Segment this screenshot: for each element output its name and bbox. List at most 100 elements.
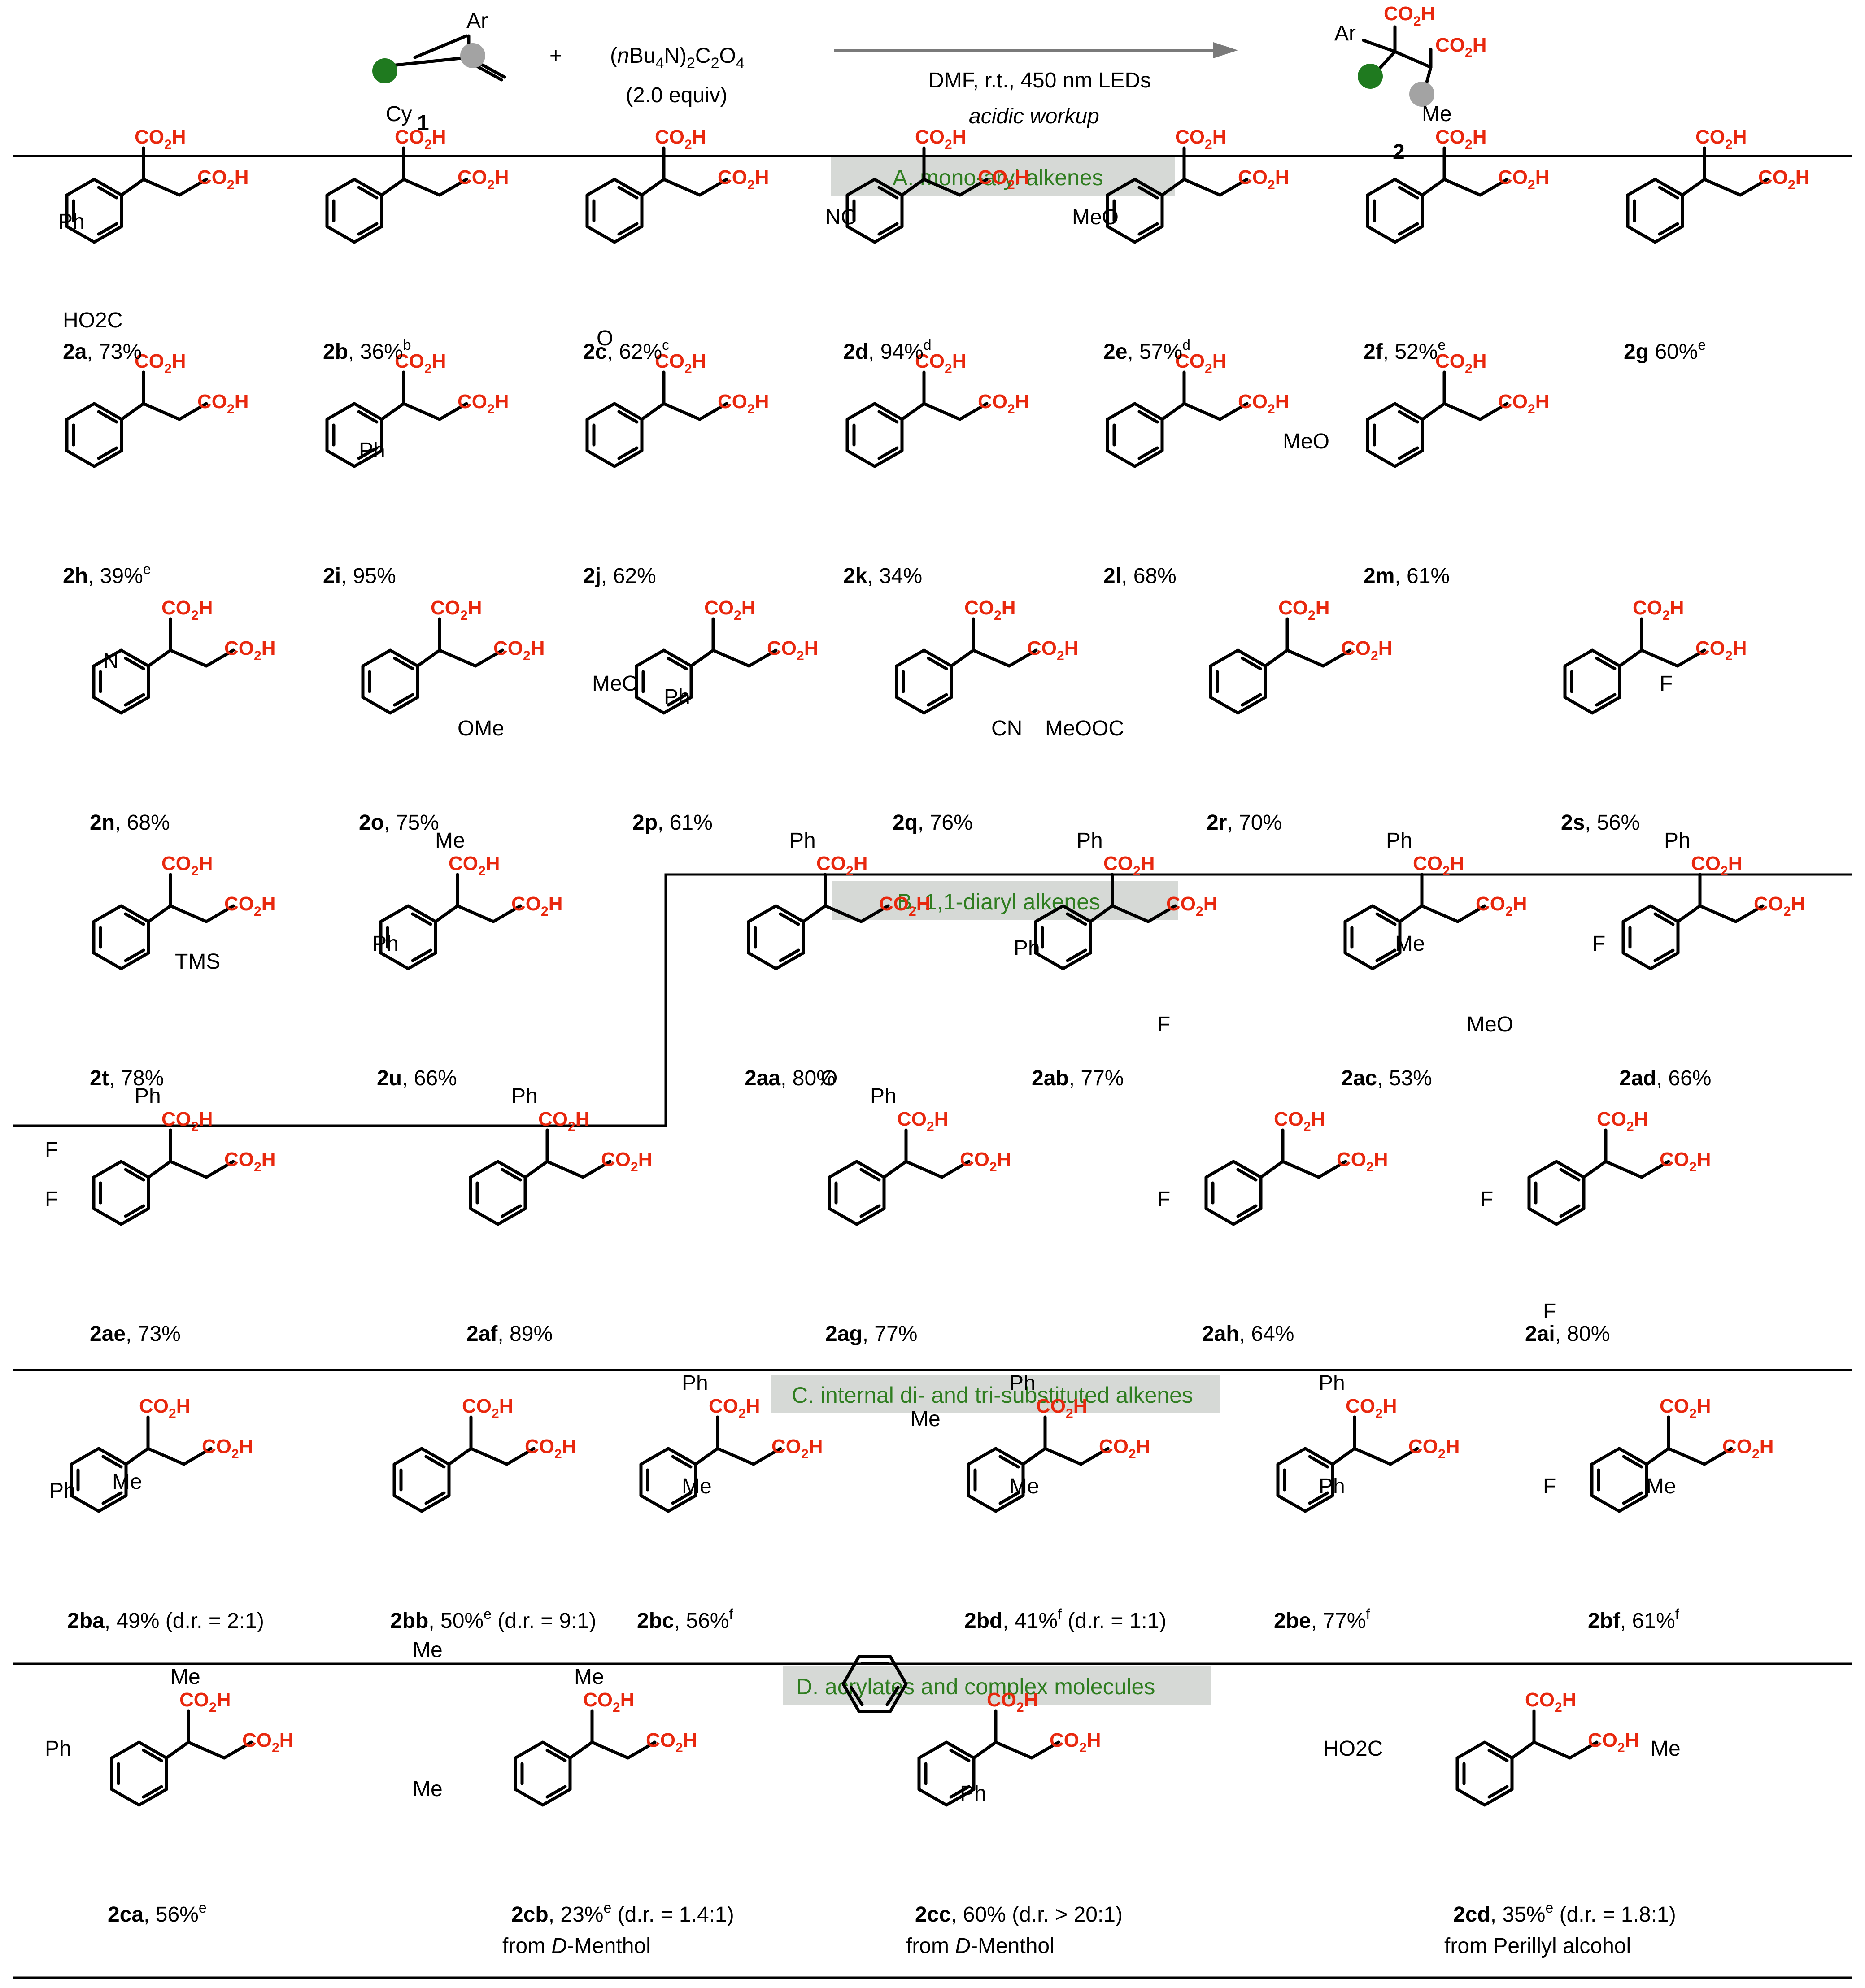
acid-label-2: CO2H xyxy=(511,893,562,919)
acid-label-1: CO2H xyxy=(161,1108,213,1134)
acid-label-2: CO2H xyxy=(1498,166,1549,192)
benzene-ring xyxy=(67,404,122,466)
reactant-label: 1 xyxy=(417,111,429,135)
acid-label-1: CO2H xyxy=(915,350,966,376)
ph-substituent: Ph xyxy=(1319,1475,1345,1498)
acid-label-1: CO2H xyxy=(1660,1395,1711,1421)
o-substituent: O xyxy=(821,1066,837,1090)
me-substituent: Me xyxy=(574,1665,604,1689)
acid-label-2: CO2H xyxy=(1238,391,1289,417)
compound-label-2ab: 2ab, 77% xyxy=(1032,1066,1124,1090)
compound-label-2bc: 2bc, 56%f xyxy=(637,1606,733,1633)
acid-label-2: CO2H xyxy=(879,893,930,919)
benzene-ring xyxy=(94,1161,148,1224)
compound-label-2ag: 2ag, 77% xyxy=(825,1322,917,1346)
me-substituent: Me xyxy=(435,829,465,853)
me-substituent: Me xyxy=(1395,932,1425,956)
compound-label-2ah: 2ah, 64% xyxy=(1202,1322,1294,1346)
compound-label-2e: 2e, 57%d xyxy=(1103,337,1190,364)
section-header-b: B. 1,1-diaryl alkenes xyxy=(832,881,1178,920)
compound-label-2a: 2a, 73% xyxy=(63,340,142,364)
acid-label-1: CO2H xyxy=(1413,853,1464,879)
acid-label-2: CO2H xyxy=(493,637,545,663)
acid-label-2: CO2H xyxy=(1408,1436,1460,1462)
benzene-ring xyxy=(471,1161,525,1224)
acid-label-1: CO2H xyxy=(816,853,867,879)
ph-substituent: Ph xyxy=(789,829,816,853)
compound-label-2af: 2af, 89% xyxy=(466,1322,553,1346)
acid-label-1: CO2H xyxy=(1435,350,1486,376)
benzene-ring xyxy=(587,404,642,466)
acid-label-2: CO2H xyxy=(646,1729,697,1755)
cy-substituent: Cy xyxy=(386,102,412,126)
reaction-arrow: DMF, r.t., 450 nm LEDs acidic workup xyxy=(834,42,1238,128)
structure-2k: CO2H CO2H xyxy=(847,350,1029,466)
acid-label-2: CO2H xyxy=(1166,893,1217,919)
compound-label-2c: 2c, 62%c xyxy=(583,337,669,364)
acid-label-2: CO2H xyxy=(202,1436,253,1462)
acid-label-2: CO2H xyxy=(242,1729,293,1755)
compound-label-2q: 2q, 76% xyxy=(893,811,973,835)
acid-label-2: CO2H xyxy=(1099,1436,1150,1462)
acid-label-1: CO2H xyxy=(135,350,186,376)
ph-substituent: Ph xyxy=(49,1479,76,1503)
acid-label-2: CO2H xyxy=(1498,391,1549,417)
ph-substituent: Ph xyxy=(870,1084,897,1108)
acid-label-1: CO2H xyxy=(1103,853,1155,879)
compound-label-2bb: 2bb, 50%e (d.r. = 9:1) xyxy=(390,1606,596,1633)
acid-label-2: CO2H xyxy=(1588,1729,1639,1755)
acid-label-1: CO2H xyxy=(1274,1108,1325,1134)
acid-label-1: CO2H xyxy=(449,853,500,879)
acid-label-1: CO2H xyxy=(1633,597,1684,623)
me-substituent: Me xyxy=(112,1470,142,1494)
ho2c-substituent: HO2C xyxy=(63,309,122,332)
ph-substituent: Ph xyxy=(1319,1371,1345,1395)
f-substituent: F xyxy=(45,1188,58,1211)
acid-label-2: CO2H xyxy=(1341,637,1392,663)
ph-substituent: Ph xyxy=(135,1084,161,1108)
compound-source-2cd: from Perillyl alcohol xyxy=(1444,1934,1631,1958)
compound-label-2s: 2s, 56% xyxy=(1561,811,1640,835)
f-substituent: F xyxy=(45,1138,58,1162)
product-green-dot xyxy=(1358,64,1383,89)
acid-label-1: CO2H xyxy=(583,1689,634,1715)
compound-label-2p: 2p, 61% xyxy=(632,811,713,835)
ph-substituent: Ph xyxy=(45,1737,71,1761)
acid-label-1: CO2H xyxy=(431,597,482,623)
f-substituent: F xyxy=(1480,1188,1493,1211)
meooc-substituent: MeOOC xyxy=(1045,717,1124,740)
product-label: 2 xyxy=(1393,140,1405,164)
acid-label-1: CO2H xyxy=(1278,597,1329,623)
acid-label-2: CO2H xyxy=(1238,166,1289,192)
benzene-ring xyxy=(1623,906,1678,969)
acid-label-1: CO2H xyxy=(897,1108,948,1134)
ph-substituent: Ph xyxy=(1014,936,1040,960)
me-substituent: Me xyxy=(170,1665,200,1689)
acid-label-1: CO2H xyxy=(395,350,446,376)
acid-label-2: CO2H xyxy=(978,391,1029,417)
acid-label-1: CO2H xyxy=(1597,1108,1648,1134)
benzene-ring xyxy=(1368,179,1422,242)
n-substituent: N xyxy=(103,649,119,673)
benzene-ring xyxy=(587,179,642,242)
acid-label-2: CO2H xyxy=(1337,1148,1388,1175)
ph-substituent: Ph xyxy=(58,210,85,234)
acid-label-2: CO2H xyxy=(525,1436,576,1462)
benzene-ring xyxy=(1628,179,1682,242)
acid-label-1: CO2H xyxy=(161,597,213,623)
compound-label-2m: 2m, 61% xyxy=(1364,564,1450,588)
